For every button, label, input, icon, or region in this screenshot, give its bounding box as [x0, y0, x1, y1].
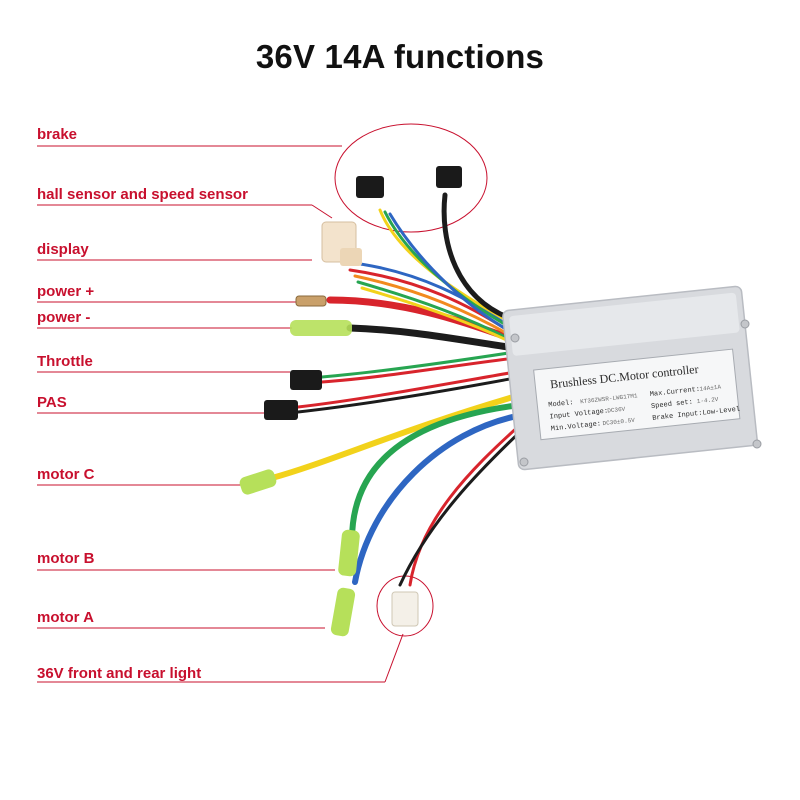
light-connector: [391, 591, 419, 627]
controller-label-plate: [533, 348, 741, 441]
wire-hall-blue: [388, 212, 517, 336]
label-power-negative: power -: [37, 309, 91, 326]
power-neg-sleeve: [290, 320, 352, 336]
wire-throttle-green: [320, 350, 517, 379]
controller-input-voltage-value: DC36V: [607, 406, 626, 415]
label-motor-b: motor B: [37, 550, 95, 567]
leader-light-up: [384, 633, 404, 683]
display-connector-tab: [340, 248, 362, 266]
wire-motor-a-blue: [352, 412, 525, 585]
wire-pas-black: [296, 376, 517, 414]
controller-screw: [740, 319, 750, 329]
controller-speed-set-value: 1-4.2V: [696, 396, 719, 405]
label-display: display: [37, 241, 89, 258]
controller-screw: [510, 333, 520, 343]
motor-b-sleeve: [338, 529, 360, 577]
label-power-positive: power +: [37, 283, 95, 300]
controller-screw: [519, 457, 529, 467]
controller-model-label: Model:: [548, 399, 574, 410]
brake-highlight-circle: [334, 123, 488, 233]
brake-connector-left: [356, 176, 384, 198]
pas-connector: [264, 400, 298, 420]
power-pos-pin: [295, 295, 327, 307]
motor-c-sleeve: [239, 469, 277, 495]
wire-motor-c-yellow: [269, 392, 523, 481]
wire-light-black: [398, 428, 524, 587]
wire-display-orange: [353, 274, 517, 340]
wire-power-black: [346, 324, 519, 352]
wire-bundle: [269, 192, 525, 587]
wire-throttle-red: [320, 356, 517, 384]
controller-screw: [752, 439, 762, 449]
label-front-rear-light: 36V front and rear light: [37, 665, 202, 682]
controller-box: Brushless DC.Motor controller Model: KT3…: [502, 285, 762, 471]
motor-a-sleeve: [330, 587, 356, 637]
throttle-connector: [290, 370, 322, 390]
label-motor-c: motor C: [37, 466, 95, 483]
page-title: 36V 14A functions: [255, 38, 545, 75]
label-throttle: Throttle: [37, 353, 93, 370]
wire-pas-red: [296, 370, 517, 409]
label-hall-sensor: hall sensor and speed sensor: [37, 186, 248, 203]
wire-light-red: [408, 423, 522, 587]
label-pas: PAS: [37, 394, 67, 411]
wire-motor-b-green: [349, 402, 523, 543]
connectors: [239, 166, 462, 637]
wire-display-green: [356, 280, 517, 344]
leader-hall-diag: [311, 204, 333, 219]
label-motor-a: motor A: [37, 609, 94, 626]
label-brake: brake: [37, 126, 78, 143]
wire-brake-black: [441, 192, 518, 323]
controller-max-current-value: 14A±1A: [699, 384, 722, 393]
brake-connector-right: [436, 166, 462, 188]
leader-lines: [37, 123, 488, 683]
wire-display-yellow: [360, 286, 517, 346]
controller-top-face: [509, 292, 740, 356]
controller-min-voltage-value: DC30±0.5V: [602, 417, 635, 427]
